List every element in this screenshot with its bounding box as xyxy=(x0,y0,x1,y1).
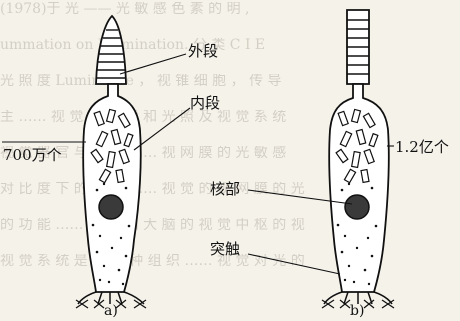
leader-synapse xyxy=(248,254,340,274)
label-cone-count: 700万个 xyxy=(3,148,62,163)
rod-nucleus xyxy=(345,195,369,219)
rod-cell xyxy=(322,10,394,308)
cone-nucleus xyxy=(99,195,123,219)
label-rod-count: 1.2亿个 xyxy=(395,140,449,155)
label-nucleus: 核部 xyxy=(210,182,240,197)
label-outer-segment: 外段 xyxy=(188,44,218,59)
leader-outer-segment xyxy=(120,54,186,74)
caption-a: a) xyxy=(104,304,118,318)
leader-inner-segment xyxy=(134,108,190,150)
label-synapse: 突触 xyxy=(210,242,240,257)
caption-b: b) xyxy=(350,304,364,318)
label-inner-segment: 内段 xyxy=(190,96,220,111)
cone-cell xyxy=(76,16,146,308)
